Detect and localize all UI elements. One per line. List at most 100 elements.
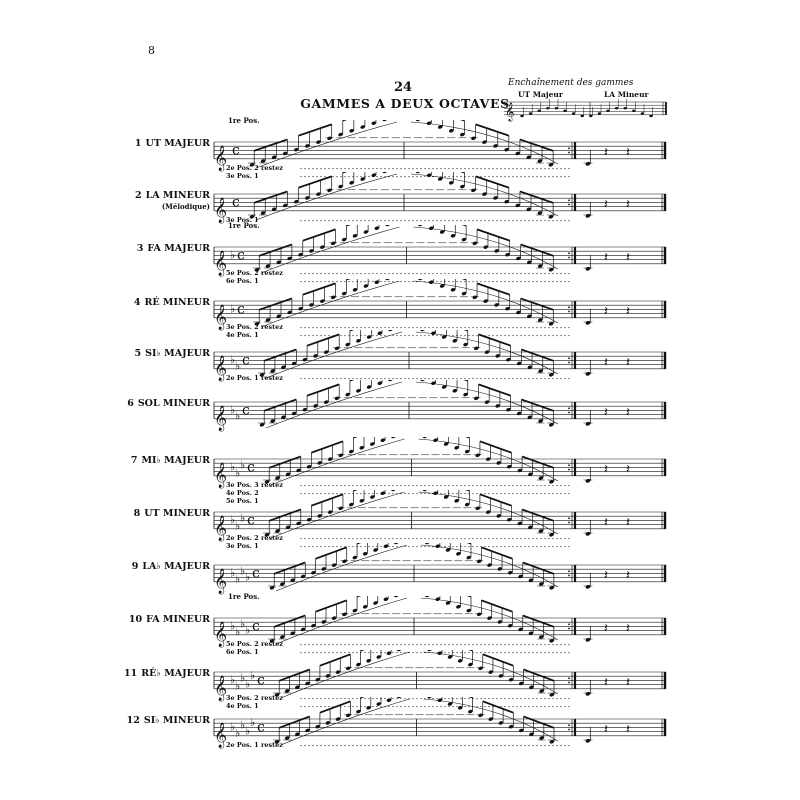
repeat-dot — [568, 468, 570, 471]
note-head — [517, 521, 523, 526]
beam — [258, 243, 293, 257]
note-head — [508, 724, 514, 729]
note-head — [538, 419, 543, 423]
position-label: 3e Pos. 1 — [226, 171, 259, 180]
note-head — [482, 140, 487, 144]
note-head — [274, 740, 280, 744]
note-head — [349, 180, 354, 185]
note-head — [382, 120, 388, 122]
beam — [519, 190, 554, 204]
note-head — [473, 396, 479, 401]
quarter-rest-icon: 𝄽 — [626, 569, 630, 584]
note-head — [478, 713, 483, 718]
note-head — [457, 705, 463, 710]
repeat-dot — [568, 357, 570, 360]
note-head — [415, 120, 421, 122]
note-head — [549, 533, 554, 537]
beam — [520, 297, 554, 311]
note-head — [496, 461, 502, 465]
quarter-rest-icon: 𝄽 — [626, 146, 630, 161]
note-head — [518, 681, 524, 686]
slur — [275, 597, 408, 645]
note-head — [466, 608, 472, 613]
note-head — [276, 260, 282, 265]
quarter-rest-icon: 𝄽 — [604, 723, 608, 738]
flat-sign-icon: ♭ — [240, 511, 245, 524]
note-head — [285, 472, 291, 477]
note-head — [538, 529, 544, 533]
repeat-dot — [568, 517, 570, 520]
scale-staff: 𝄞♭c𝄽𝄽 — [213, 279, 667, 337]
note-head — [305, 144, 310, 148]
beam — [521, 455, 554, 469]
note-head — [376, 655, 382, 659]
beam — [520, 243, 554, 257]
note-head — [371, 121, 377, 126]
beam — [268, 455, 302, 469]
note-head — [461, 237, 467, 242]
note-head — [366, 658, 371, 663]
scale-number: 9 — [131, 561, 139, 572]
note-head — [334, 346, 340, 351]
note-head — [323, 400, 329, 404]
note-head — [290, 631, 296, 636]
repeat-dot — [568, 361, 570, 364]
flat-sign-icon: ♭ — [240, 458, 245, 471]
note-head — [356, 662, 361, 667]
staff: 𝄞♭♭♭♭c — [213, 617, 666, 647]
repeat-dot — [568, 411, 570, 414]
flat-sign-icon: ♭ — [240, 718, 245, 731]
scale-name: RÉ MINEUR — [144, 297, 210, 308]
scale-staff: 𝄞♭♭♭♭♭c𝄽𝄽 — [213, 697, 667, 748]
beam — [349, 380, 355, 382]
note-head — [420, 380, 426, 382]
note-head — [396, 650, 402, 652]
repeat-dot — [568, 724, 570, 727]
enchainement-title: Enchaînement des gammes — [508, 78, 634, 88]
note-head — [377, 381, 383, 386]
beam — [253, 190, 288, 204]
repeat-dot — [568, 310, 570, 313]
note-head — [264, 533, 270, 537]
quarter-rest-icon: 𝄽 — [626, 676, 630, 691]
note-head — [516, 361, 522, 366]
scale-staff: 𝄞c𝄽𝄽 — [213, 172, 667, 223]
note-head — [528, 472, 533, 477]
note-head — [571, 112, 576, 115]
note-head — [391, 437, 396, 439]
beam — [479, 493, 512, 507]
note-head — [517, 468, 523, 473]
note-head — [418, 279, 423, 281]
note-head — [537, 211, 543, 215]
scale-name: UT MAJEUR — [145, 138, 210, 149]
treble-clef-icon: 𝄞 — [214, 304, 227, 330]
staff: 𝄞c — [213, 193, 666, 223]
beam — [311, 493, 344, 507]
slur — [420, 597, 559, 641]
position-label: 3e Pos. 1 — [226, 215, 259, 224]
repeat-dot — [568, 147, 570, 150]
repeat-dot — [568, 256, 570, 259]
note-head — [249, 163, 255, 167]
note-head — [338, 453, 344, 458]
note-head — [320, 245, 325, 249]
beam — [302, 282, 336, 296]
note-head — [373, 548, 378, 552]
flat-sign-icon: ♭ — [245, 624, 250, 637]
slur — [255, 121, 398, 169]
note-head — [254, 322, 260, 326]
beam — [466, 596, 472, 598]
note-head — [516, 411, 522, 416]
note-head — [471, 188, 476, 193]
beam — [475, 175, 510, 189]
note-head — [295, 685, 300, 690]
note-head — [471, 136, 476, 141]
note-head — [315, 724, 321, 729]
scale-number: 7 — [130, 455, 138, 466]
note-head — [498, 721, 504, 725]
beam — [263, 348, 297, 362]
